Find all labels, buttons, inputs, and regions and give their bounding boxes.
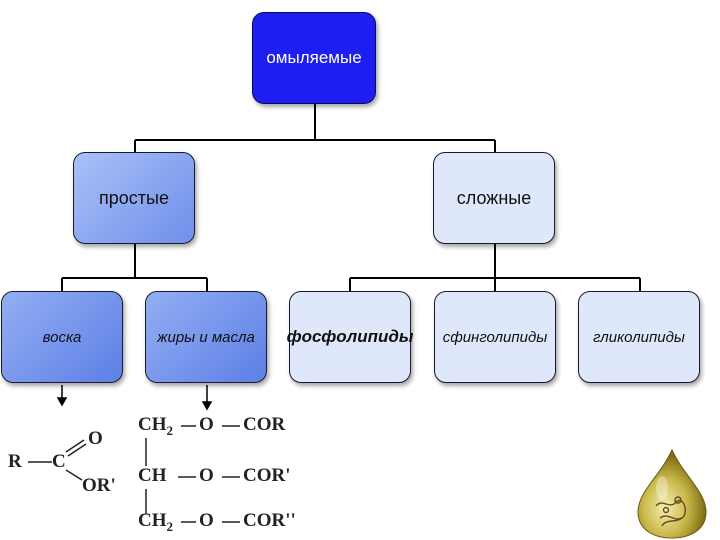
simple-label: простые [99, 187, 169, 208]
sphingolipids-node: сфинголипиды [434, 291, 556, 383]
sphingolipids-label: сфинголипиды [442, 328, 548, 346]
root-node: омыляемые [252, 12, 376, 104]
phospholipids-label: фосфолипиды [286, 327, 414, 346]
root-label: омыляемые [266, 48, 362, 67]
oil-drop-molecule-image [637, 448, 707, 539]
tg-row2-o: O [199, 465, 214, 486]
fats-node: жиры и масла [145, 291, 267, 383]
glycolipids-node: гликолипиды [578, 291, 700, 383]
tg-row1-o: O [199, 414, 214, 435]
tg-row2-cor: COR' [243, 465, 291, 486]
simple-node: простые [73, 152, 195, 244]
ester-or: OR' [82, 475, 116, 496]
tg-row1-cor: COR [243, 414, 286, 435]
tg-row2-ch: CH [138, 465, 167, 486]
tg-row3-o: O [199, 510, 214, 531]
glycolipids-label: гликолипиды [593, 328, 685, 346]
phospholipids-node: фосфолипиды [286, 291, 414, 383]
fats-label: жиры и масла [157, 328, 255, 346]
complex-node: сложные [433, 152, 555, 244]
ester-o: O [88, 428, 103, 449]
tg-row3-cor: COR'' [243, 510, 296, 531]
complex-label: сложные [456, 187, 532, 208]
waxes-node: воска [1, 291, 123, 383]
tg-row3-ch: CH2 [138, 510, 173, 534]
tg-row1-ch: CH2 [138, 414, 173, 438]
waxes-label: воска [42, 328, 82, 346]
ester-r: R [8, 451, 22, 472]
ester-c: C [52, 451, 66, 472]
